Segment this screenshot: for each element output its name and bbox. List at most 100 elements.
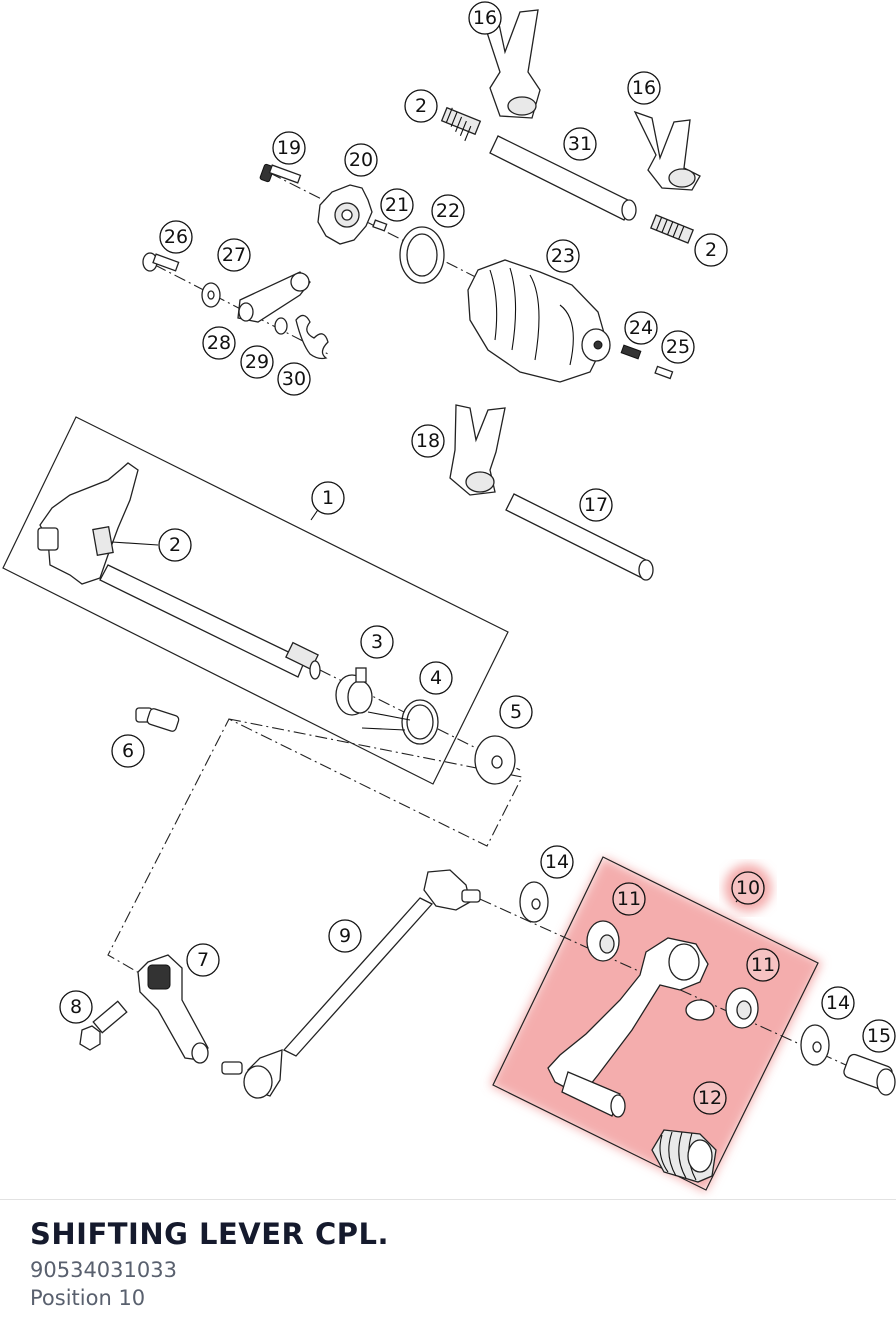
pin-21[interactable] — [372, 219, 388, 232]
svg-text:8: 8 — [70, 996, 82, 1018]
svg-text:2: 2 — [705, 239, 717, 261]
shift-star-20[interactable] — [317, 184, 373, 245]
svg-text:10: 10 — [736, 877, 760, 899]
assembly-frame-10 — [492, 856, 819, 1191]
callout-6[interactable]: 6 — [111, 734, 145, 768]
screw-19[interactable] — [259, 163, 302, 184]
callout-3[interactable]: 3 — [360, 625, 394, 659]
shift-rod-17[interactable] — [505, 493, 654, 581]
callout-30[interactable]: 30 — [277, 362, 311, 396]
shifting-lever-10[interactable] — [547, 937, 715, 1118]
callout-29[interactable]: 29 — [240, 345, 274, 379]
rubber-12[interactable] — [651, 1129, 717, 1183]
callout-15[interactable]: 15 — [862, 1019, 896, 1053]
svg-text:16: 16 — [632, 77, 656, 99]
callout-10[interactable]: 10 — [731, 871, 765, 905]
callout-11-left[interactable]: 11 — [612, 882, 646, 916]
callout-20[interactable]: 20 — [344, 143, 378, 177]
callout-21[interactable]: 21 — [380, 188, 414, 222]
shift-fork-16-top[interactable] — [477, 4, 541, 119]
return-spring-4[interactable] — [361, 699, 439, 745]
svg-text:19: 19 — [277, 137, 301, 159]
callout-2-right[interactable]: 2 — [694, 233, 728, 267]
callout-5[interactable]: 5 — [499, 695, 533, 729]
svg-text:31: 31 — [568, 133, 592, 155]
pin-6[interactable] — [135, 707, 180, 732]
exploded-parts-diagram: 16 16 2 31 19 20 21 22 2 26 27 23 24 25 … — [2, 1, 896, 1192]
washer-5[interactable] — [474, 735, 516, 785]
callout-27[interactable]: 27 — [217, 238, 251, 272]
svg-text:18: 18 — [416, 430, 440, 452]
callout-31[interactable]: 31 — [563, 127, 597, 161]
svg-text:20: 20 — [349, 149, 373, 171]
pin-25[interactable] — [654, 365, 674, 380]
callout-16-top[interactable]: 16 — [468, 1, 502, 35]
washer-29[interactable] — [274, 317, 288, 335]
shift-fork-16-right[interactable] — [633, 110, 701, 191]
linkage-axis — [107, 718, 523, 986]
clip-3[interactable] — [335, 667, 373, 716]
svg-text:5: 5 — [510, 701, 522, 723]
washer-14-left[interactable] — [519, 881, 549, 923]
shift-fork-18[interactable] — [449, 404, 506, 496]
callout-28[interactable]: 28 — [202, 326, 236, 360]
spring-30[interactable] — [295, 314, 329, 360]
callout-26[interactable]: 26 — [159, 220, 193, 254]
svg-text:7: 7 — [197, 949, 209, 971]
svg-text:15: 15 — [867, 1025, 891, 1047]
svg-text:22: 22 — [436, 200, 460, 222]
callout-2-shaft[interactable]: 2 — [158, 528, 192, 562]
bearing-11-left[interactable] — [586, 920, 620, 962]
callout-4[interactable]: 4 — [419, 661, 453, 695]
callout-2-top[interactable]: 2 — [404, 89, 438, 123]
svg-text:28: 28 — [207, 332, 231, 354]
set-screw-24[interactable] — [620, 344, 642, 360]
callout-23[interactable]: 23 — [546, 239, 580, 273]
washer-27[interactable] — [201, 282, 221, 308]
svg-text:26: 26 — [164, 226, 188, 248]
svg-text:21: 21 — [385, 194, 409, 216]
callout-11-right[interactable]: 11 — [746, 948, 780, 982]
bolt-8[interactable] — [79, 1000, 128, 1051]
highlight-region-position-10[interactable] — [490, 857, 822, 1192]
callout-22[interactable]: 22 — [431, 194, 465, 228]
assembly-frame-1 — [2, 416, 509, 785]
callout-12[interactable]: 12 — [693, 1081, 727, 1115]
locking-lever-28[interactable] — [237, 271, 311, 323]
svg-text:14: 14 — [826, 992, 850, 1014]
shift-rod-9[interactable] — [221, 869, 481, 1099]
svg-text:12: 12 — [698, 1087, 722, 1109]
callout-7[interactable]: 7 — [186, 943, 220, 977]
shift-drum-23[interactable] — [467, 259, 611, 383]
callout-18[interactable]: 18 — [411, 424, 445, 458]
callout-16-right[interactable]: 16 — [627, 71, 661, 105]
spring-2-top[interactable] — [440, 106, 482, 142]
shift-rod-31[interactable] — [489, 135, 637, 221]
callout-19[interactable]: 19 — [272, 131, 306, 165]
callout-25[interactable]: 25 — [661, 330, 695, 364]
svg-text:1: 1 — [322, 487, 334, 509]
callout-14-left[interactable]: 14 — [540, 845, 574, 879]
bolt-15[interactable] — [842, 1053, 896, 1096]
callout-1[interactable]: 1 — [311, 481, 345, 515]
callout-24[interactable]: 24 — [624, 311, 658, 345]
shift-lever-7[interactable] — [137, 954, 209, 1064]
svg-text:25: 25 — [666, 336, 690, 358]
svg-text:2: 2 — [169, 534, 181, 556]
callout-8[interactable]: 8 — [59, 990, 93, 1024]
svg-text:14: 14 — [545, 851, 569, 873]
callout-14-right[interactable]: 14 — [821, 986, 855, 1020]
svg-text:9: 9 — [339, 925, 351, 947]
bearing-11-right[interactable] — [725, 987, 759, 1029]
svg-text:17: 17 — [584, 494, 608, 516]
part-position: Position 10 — [30, 1286, 146, 1310]
shift-shaft-1[interactable] — [37, 462, 321, 680]
svg-text:24: 24 — [629, 317, 653, 339]
callout-9[interactable]: 9 — [328, 919, 362, 953]
divider — [0, 1199, 896, 1200]
bearing-ring-22[interactable] — [399, 226, 445, 284]
spring-2-right[interactable] — [649, 214, 695, 244]
bolt-26[interactable] — [142, 252, 180, 272]
callout-17[interactable]: 17 — [579, 488, 613, 522]
washer-14-right[interactable] — [800, 1024, 830, 1066]
